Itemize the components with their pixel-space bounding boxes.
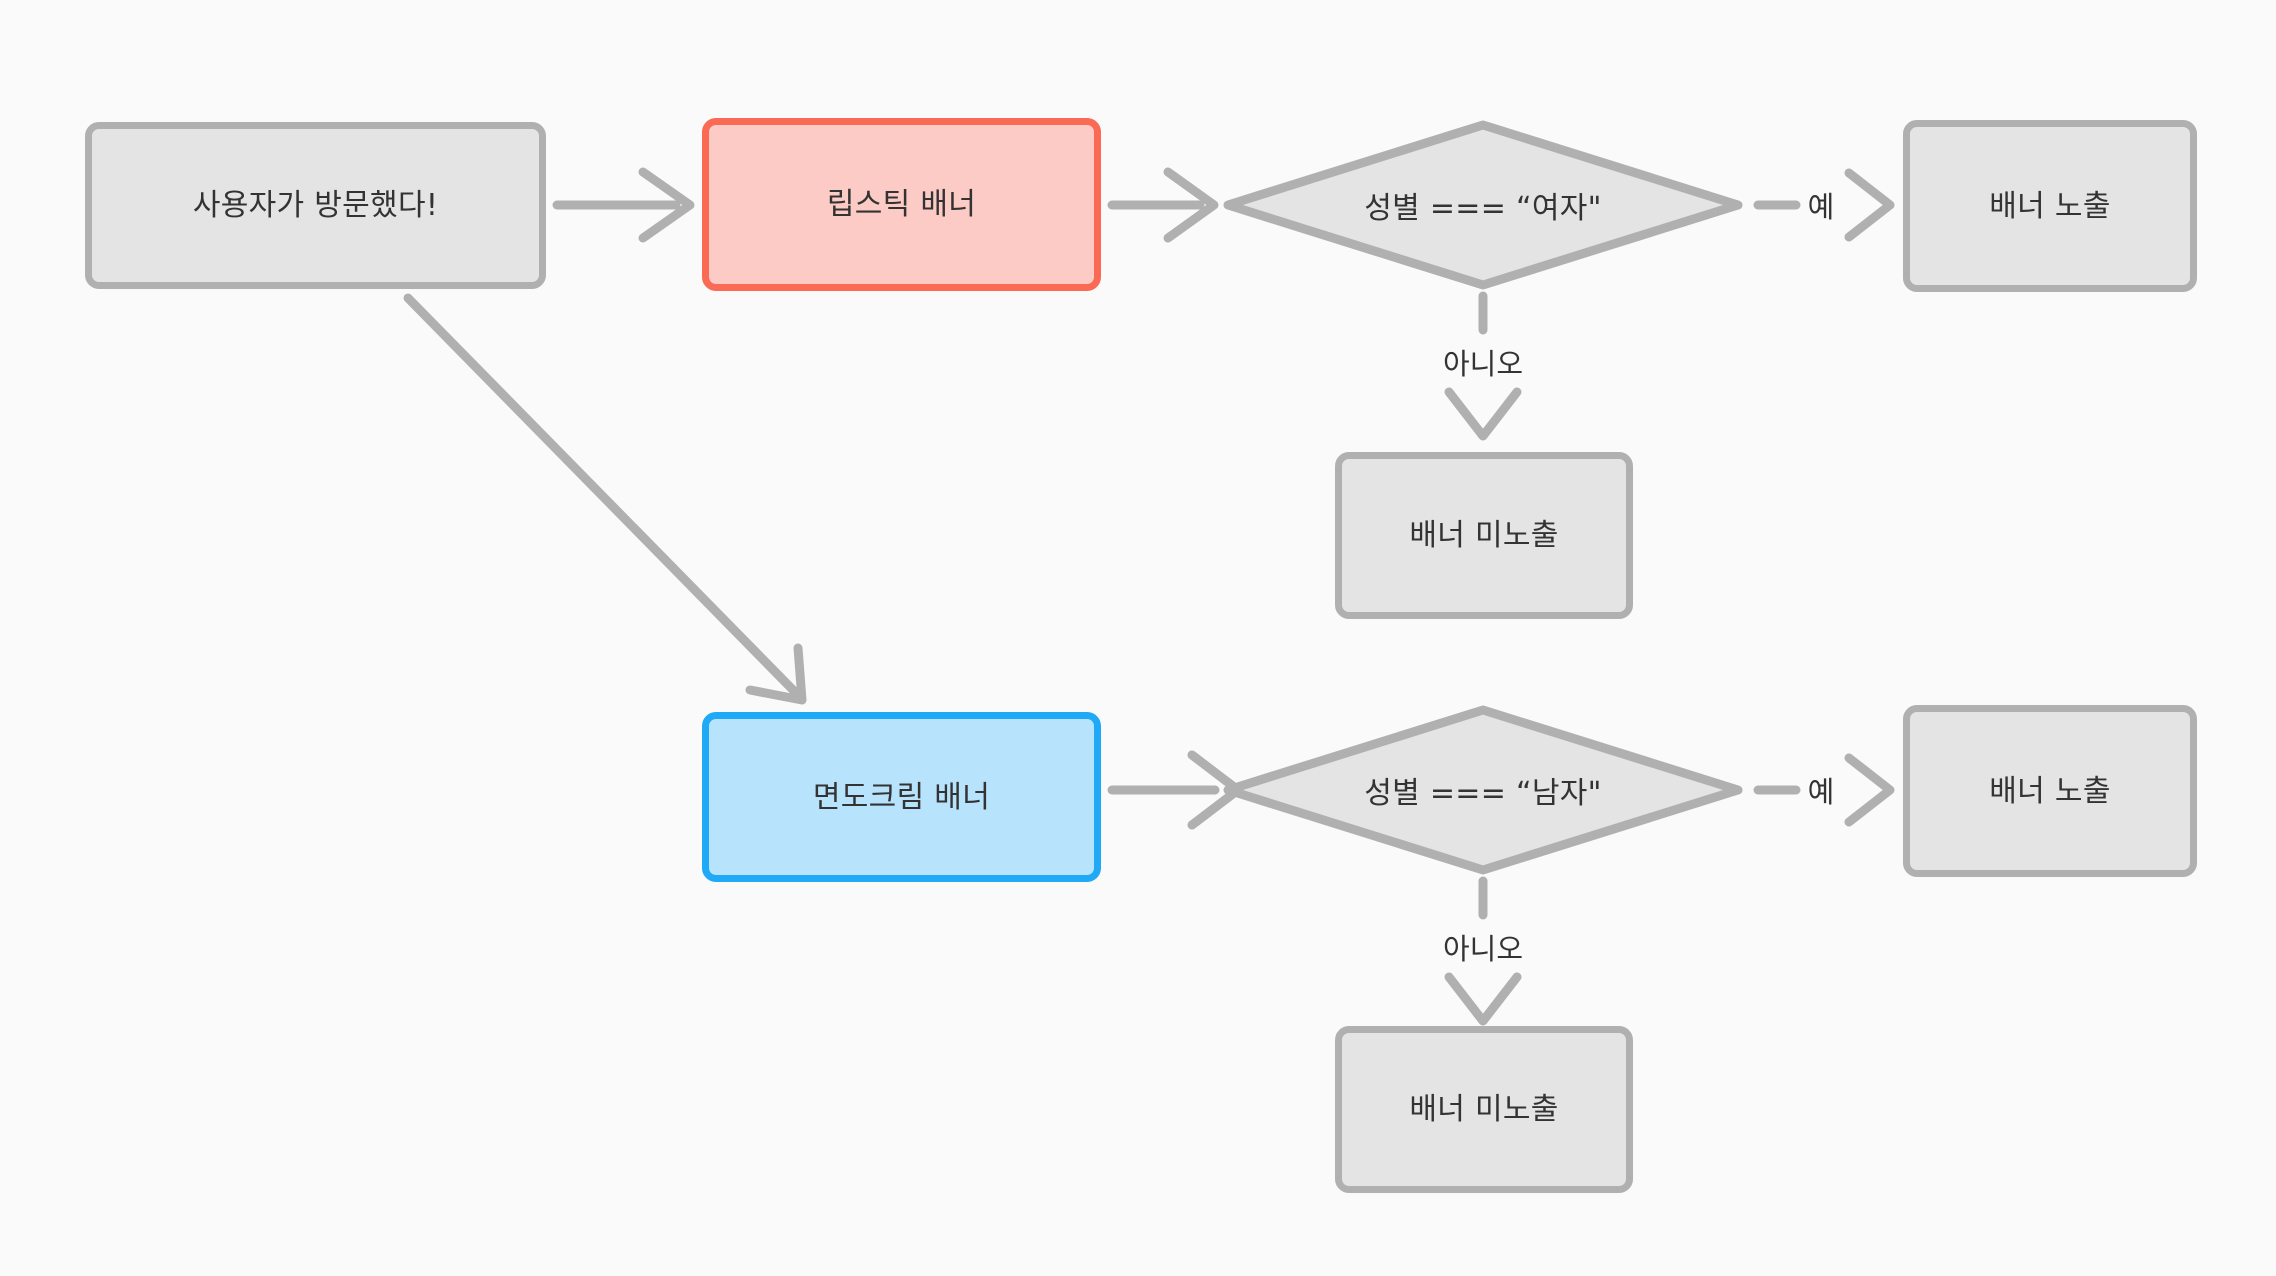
edge-start-to-shaving — [403, 293, 807, 705]
diamond-shape-female — [1223, 120, 1743, 290]
node-show-banner-male[interactable]: 배너 노출 — [1903, 705, 2197, 877]
node-condition-female[interactable]: 성별 === “여자" — [1222, 119, 1744, 291]
edge-label-no-female: 아니오 — [1442, 347, 1524, 381]
edge-shaving-to-condition-male — [1107, 750, 1243, 830]
node-show-banner-male-label: 배너 노출 — [1989, 773, 2111, 809]
node-start-label: 사용자가 방문했다! — [192, 188, 439, 223]
node-lipstick-banner-label: 립스틱 배너 — [826, 187, 977, 222]
edge-label-yes-male: 예 — [1807, 775, 1835, 809]
edge-lipstick-to-condition-female — [1107, 167, 1219, 243]
node-shaving-banner-label: 면도크림 배너 — [812, 779, 991, 815]
node-show-banner-female-label: 배너 노출 — [1989, 188, 2111, 224]
node-condition-male[interactable]: 성별 === “남자" — [1222, 704, 1744, 876]
edge-label-yes-female: 예 — [1807, 190, 1835, 224]
edge-label-no-male: 아니오 — [1442, 932, 1524, 966]
node-shaving-banner[interactable]: 면도크림 배너 — [702, 712, 1101, 882]
node-hide-banner-male-label: 배너 미노출 — [1409, 1092, 1559, 1127]
node-start[interactable]: 사용자가 방문했다! — [85, 122, 546, 289]
node-hide-banner-female[interactable]: 배너 미노출 — [1335, 452, 1633, 619]
node-lipstick-banner[interactable]: 립스틱 배너 — [702, 118, 1101, 291]
node-hide-banner-female-label: 배너 미노출 — [1409, 518, 1559, 553]
edge-start-to-lipstick — [552, 167, 695, 243]
node-condition-male-label: 성별 === “남자" — [1364, 776, 1602, 811]
node-show-banner-female[interactable]: 배너 노출 — [1903, 120, 2197, 292]
node-condition-female-label: 성별 === “여자" — [1364, 191, 1602, 226]
diamond-shape-male — [1223, 705, 1743, 875]
node-hide-banner-male[interactable]: 배너 미노출 — [1335, 1026, 1633, 1193]
